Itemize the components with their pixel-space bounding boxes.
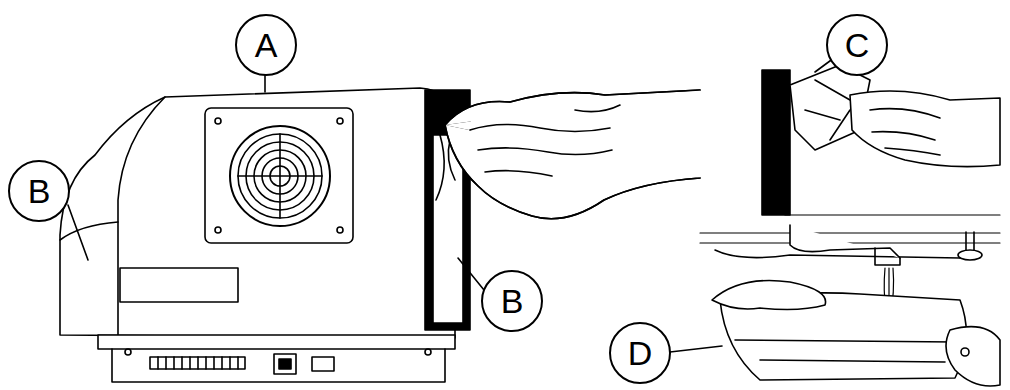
callout-letter: D (628, 336, 653, 370)
callout-letter: B (28, 174, 51, 208)
callout-circle: C (826, 14, 888, 76)
filter-rinse-view (670, 225, 1000, 386)
callout-letter: B (501, 284, 524, 318)
device-rear-view (60, 75, 455, 382)
callout-letter: C (845, 28, 870, 62)
callout-circle: A (235, 14, 297, 76)
cloth-wipe-view (762, 55, 1000, 215)
callout-circle: B (481, 270, 543, 332)
callout-letter: A (255, 28, 278, 62)
callout-circle: D (609, 322, 671, 384)
callout-circle: B (8, 160, 70, 222)
filter-removal-view (425, 90, 700, 330)
